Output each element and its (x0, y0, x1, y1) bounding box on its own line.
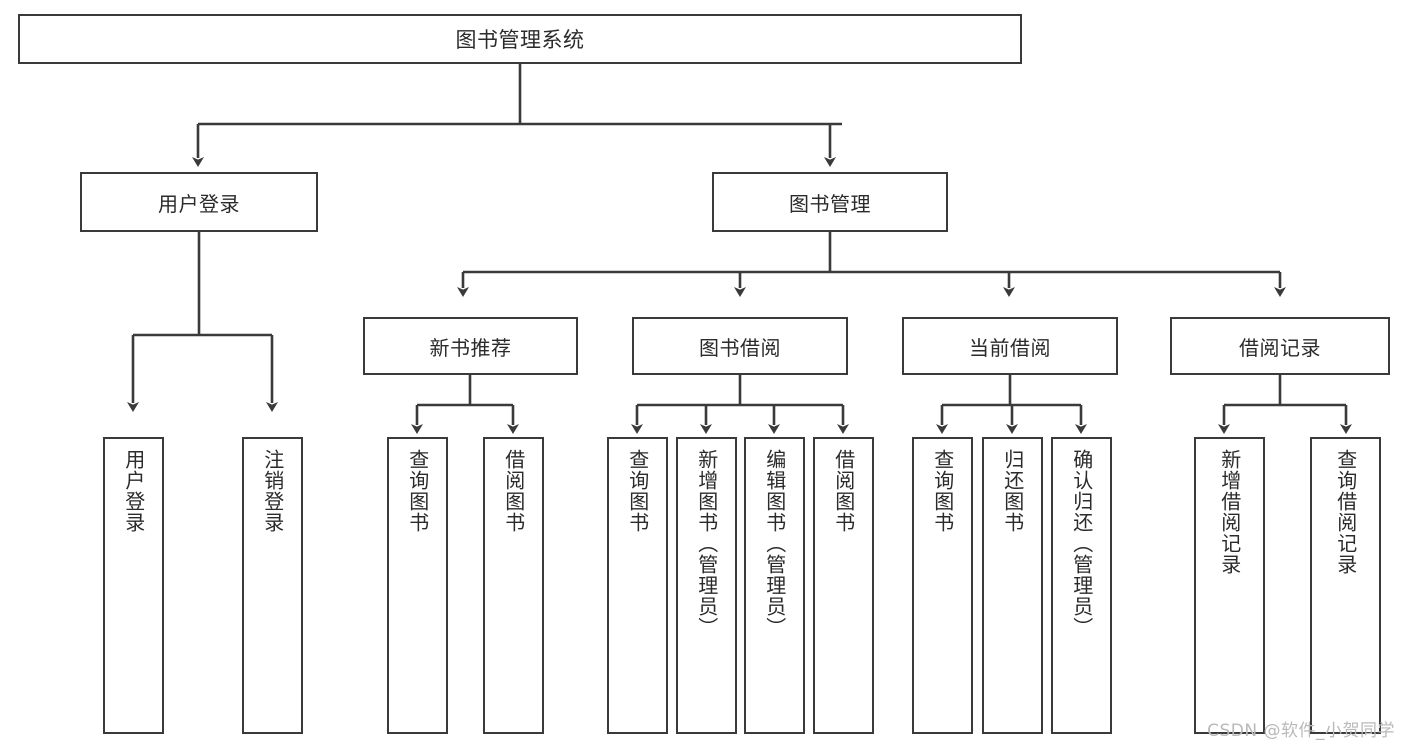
node-label: 查询图书 (930, 449, 955, 533)
node-current-borrow[interactable]: 当前借阅 (902, 317, 1118, 375)
leaf-user-login[interactable]: 用户登录 (103, 437, 164, 734)
leaf-query-book-1[interactable]: 查询图书 (387, 437, 448, 734)
leaf-add-book[interactable]: 新增图书（管理员） (676, 437, 737, 734)
node-label: 用户登录 (121, 449, 146, 533)
node-borrow-record[interactable]: 借阅记录 (1170, 317, 1390, 375)
node-label: 确认归还（管理员） (1069, 449, 1094, 638)
node-label: 借阅记录 (1239, 335, 1321, 360)
node-label: 图书管理系统 (455, 28, 585, 52)
node-label: 当前借阅 (969, 335, 1051, 360)
leaf-confirm-return[interactable]: 确认归还（管理员） (1051, 437, 1112, 734)
node-user-login[interactable]: 用户登录 (80, 172, 318, 232)
node-label: 新书推荐 (429, 335, 512, 360)
leaf-query-book-3[interactable]: 查询图书 (912, 437, 973, 734)
node-label: 图书借阅 (699, 335, 781, 360)
leaf-add-record[interactable]: 新增借阅记录 (1194, 437, 1265, 734)
leaf-query-record[interactable]: 查询借阅记录 (1310, 437, 1381, 734)
leaf-user-logout[interactable]: 注销登录 (242, 437, 303, 734)
leaf-return-book[interactable]: 归还图书 (982, 437, 1043, 734)
node-label: 归还图书 (1000, 449, 1025, 533)
csdn-watermark: CSDN @软件_小贺同学 (1207, 721, 1395, 741)
node-label: 借阅图书 (831, 449, 856, 533)
node-label: 图书管理 (789, 191, 871, 216)
node-label: 查询图书 (625, 449, 650, 533)
leaf-edit-book[interactable]: 编辑图书（管理员） (744, 437, 805, 734)
node-book-borrow[interactable]: 图书借阅 (632, 317, 848, 375)
node-root-system[interactable]: 图书管理系统 (18, 14, 1022, 64)
node-book-manage[interactable]: 图书管理 (712, 172, 948, 232)
node-label: 用户登录 (158, 191, 240, 216)
node-label: 查询图书 (405, 449, 430, 533)
leaf-query-book-2[interactable]: 查询图书 (607, 437, 668, 734)
leaf-borrow-book-1[interactable]: 借阅图书 (483, 437, 544, 734)
node-new-book-recommend[interactable]: 新书推荐 (363, 317, 578, 375)
node-label: 借阅图书 (501, 449, 526, 533)
leaf-borrow-book-2[interactable]: 借阅图书 (813, 437, 874, 734)
node-label: 新增借阅记录 (1217, 449, 1242, 575)
node-label: 注销登录 (260, 449, 285, 533)
node-label: 新增图书（管理员） (694, 449, 719, 638)
node-label: 编辑图书（管理员） (762, 449, 787, 638)
node-label: 查询借阅记录 (1333, 449, 1358, 575)
